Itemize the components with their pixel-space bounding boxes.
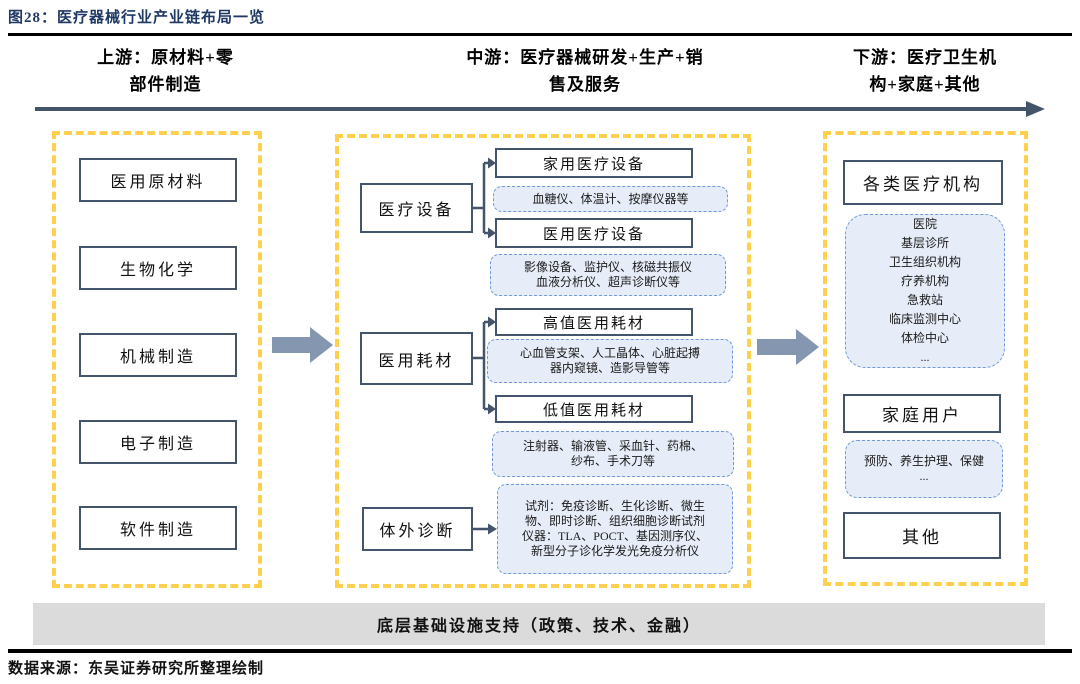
upstream-container	[52, 131, 262, 588]
detail-medical-use-devices: 影像设备、监护仪、核磁共振仪 血液分析仪、超声诊断仪等	[490, 254, 726, 296]
data-source: 数据来源：东吴证券研究所整理绘制	[8, 660, 265, 677]
subbox-low-value-consumables: 低值医用耗材	[495, 395, 693, 423]
downstream-item-others: 其他	[843, 512, 1001, 559]
upstream-item-biochemistry: 生物化学	[79, 246, 237, 290]
block-arrow-upstream-to-midstream-icon	[272, 327, 333, 363]
upstream-header: 上游：原材料+零 部件制造	[97, 48, 234, 94]
downstream-container	[823, 131, 1028, 586]
detail-medical-institutions: 医院 基层诊所 卫生组织机构 疗养机构 急救站 临床监测中心 体检中心 ...	[845, 214, 1005, 368]
downstream-item-medical-institutions: 各类医疗机构	[843, 160, 1003, 205]
midstream-group-medical-devices: 医疗设备	[360, 183, 473, 233]
midstream-group-ivd: 体外诊断	[362, 507, 473, 551]
upstream-item-software: 软件制造	[79, 506, 237, 550]
subbox-medical-use-devices: 医用医疗设备	[495, 218, 693, 248]
midstream-container	[335, 134, 751, 588]
figure-title: 图28：医疗器械行业产业链布局一览	[8, 10, 266, 26]
downstream-item-household-users: 家庭用户	[843, 394, 1001, 433]
detail-low-value-consumables: 注射器、输液管、采血针、药棉、 纱布、手术刀等	[492, 431, 734, 477]
subbox-home-medical-devices: 家用医疗设备	[495, 148, 693, 178]
flow-arrowhead-icon	[1026, 101, 1045, 117]
block-arrow-midstream-to-downstream-icon	[757, 329, 819, 365]
midstream-header: 中游：医疗器械研发+生产+销 售及服务	[466, 48, 704, 94]
detail-ivd: 试剂：免疫诊断、生化诊断、微生 物、即时诊断、组织细胞诊断试剂 仪器：TLA、P…	[497, 484, 733, 574]
midstream-group-consumables: 医用耗材	[360, 332, 473, 385]
detail-home-medical-devices: 血糖仪、体温计、按摩仪器等	[493, 186, 728, 212]
upstream-item-raw-materials: 医用原材料	[79, 158, 237, 202]
subbox-high-value-consumables: 高值医用耗材	[495, 308, 693, 336]
upstream-item-electronics: 电子制造	[79, 420, 237, 464]
downstream-header: 下游：医疗卫生机 构+家庭+其他	[853, 48, 997, 94]
detail-high-value-consumables: 心血管支架、人工晶体、心脏起搏 器内窥镜、造影导管等	[487, 339, 733, 383]
detail-household-users: 预防、养生护理、保健 ...	[845, 440, 1003, 498]
upstream-item-machinery: 机械制造	[79, 333, 237, 377]
bottom-rule	[8, 649, 1072, 653]
infrastructure-bar: 底层基础设施支持（政策、技术、金融）	[33, 603, 1045, 645]
top-rule	[8, 33, 1072, 36]
